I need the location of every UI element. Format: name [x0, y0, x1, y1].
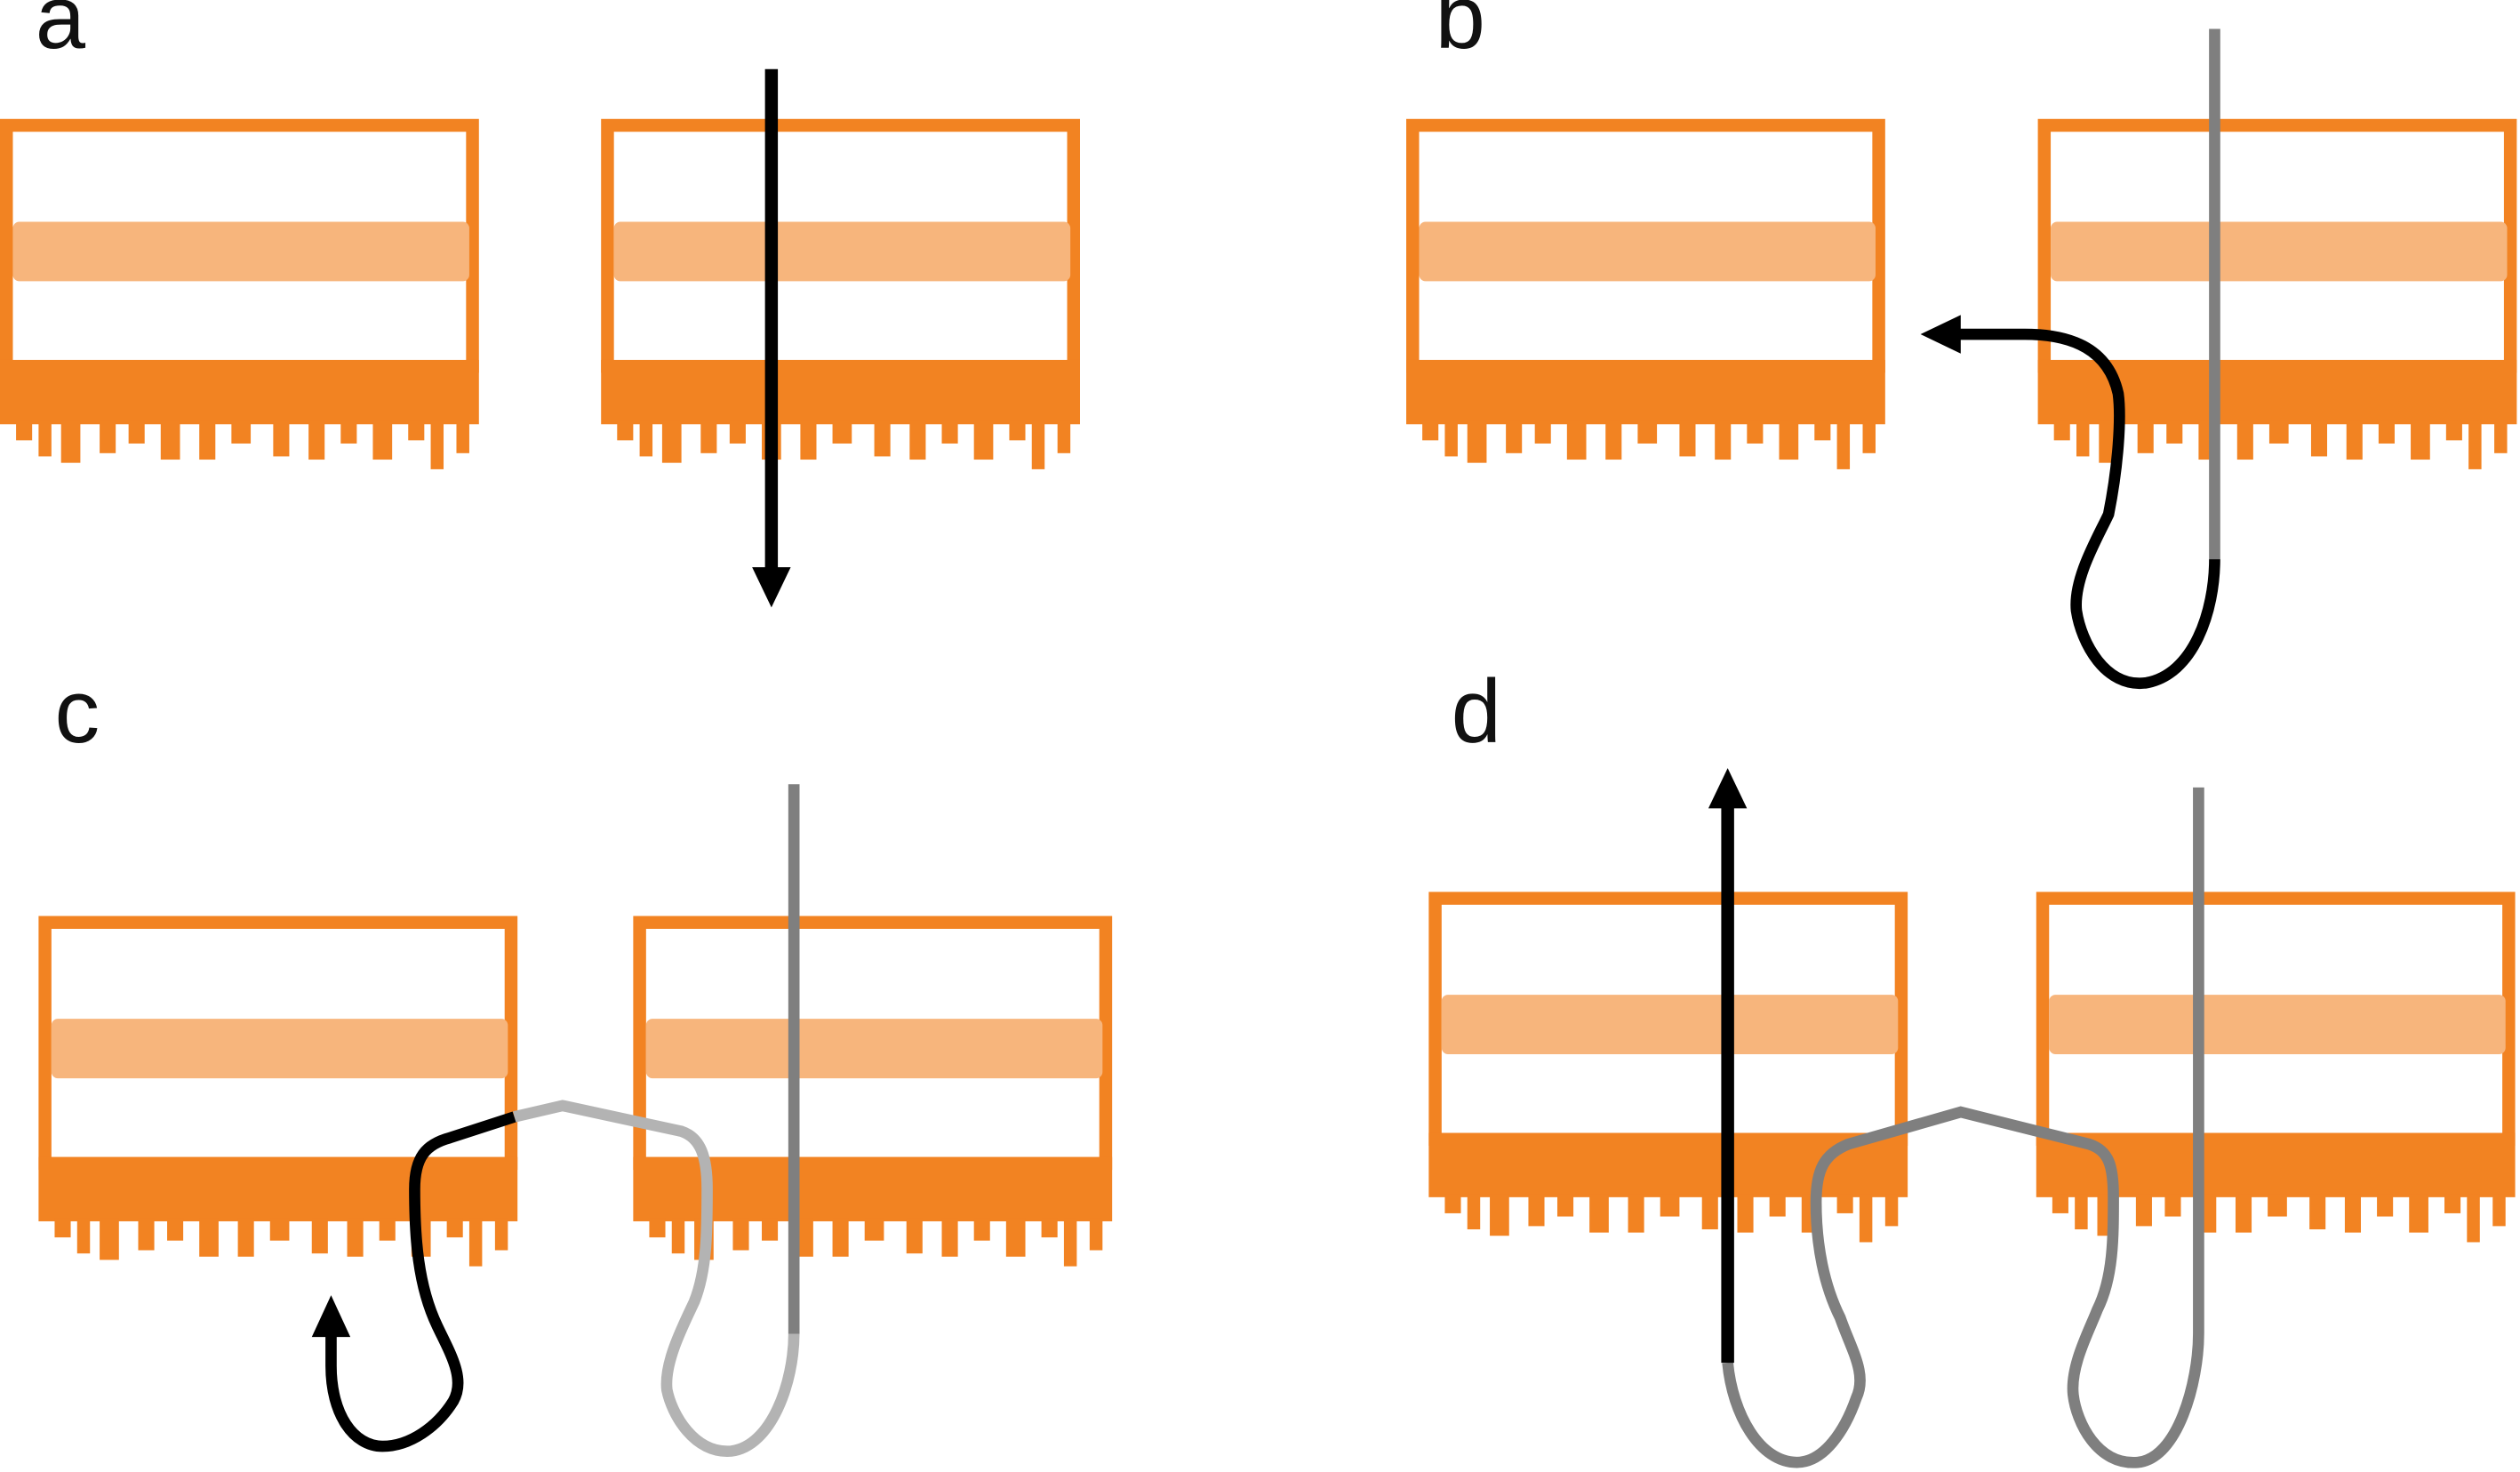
upward-return-arrow-icon	[1708, 768, 1748, 1364]
panel-b: b	[1406, 0, 2517, 689]
strand-b	[1920, 28, 2220, 689]
panel-a-block-right	[601, 125, 1080, 469]
panel-a-label: a	[36, 0, 86, 68]
panel-c: c	[38, 661, 1112, 1457]
panel-d: d	[1428, 661, 2515, 1468]
strand-d	[1708, 768, 2204, 1468]
panel-c-block-left	[38, 923, 517, 1267]
panel-b-block-right	[2038, 125, 2517, 469]
panel-b-block-left	[1406, 125, 1885, 469]
strand-c	[311, 784, 800, 1457]
panel-c-label: c	[54, 661, 100, 762]
downward-threading-arrow-icon	[752, 68, 791, 608]
hook-arrow-left-icon	[1920, 315, 1961, 354]
panel-a-block-left	[0, 125, 479, 469]
panel-b-label: b	[1436, 0, 1485, 68]
panel-d-block-left	[1428, 899, 1908, 1243]
panel-a: a	[0, 0, 1080, 608]
panel-d-label: d	[1452, 661, 1501, 762]
loop-arrow-up-icon	[311, 1295, 351, 1338]
